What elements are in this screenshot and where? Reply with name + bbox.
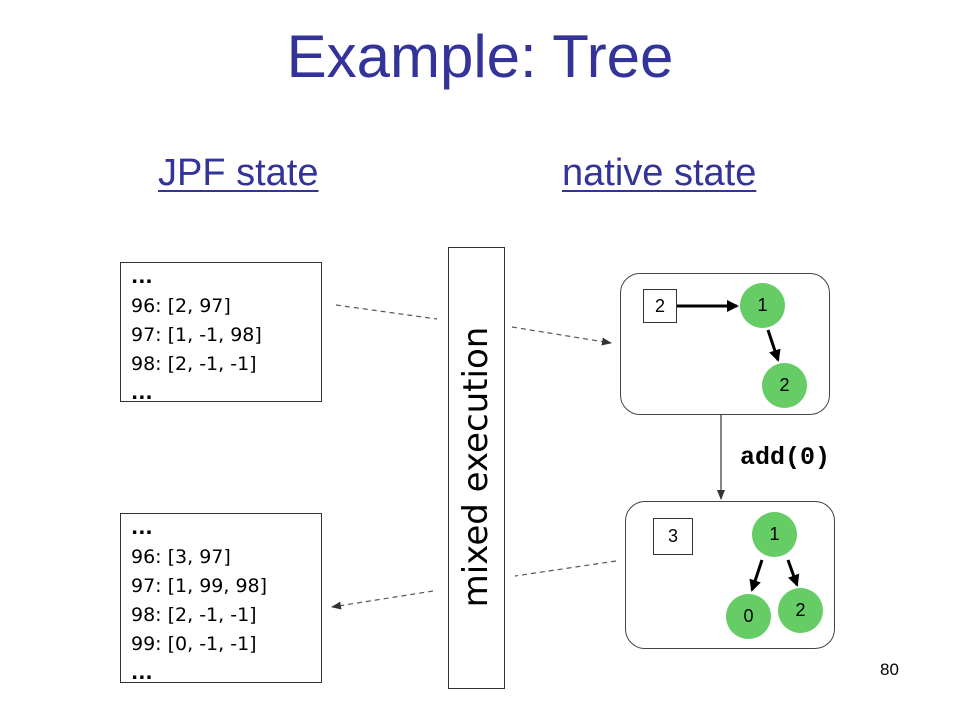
heap-row: ... bbox=[131, 517, 153, 539]
tree-node-right-before: 2 bbox=[762, 363, 807, 408]
tree-node-right-after: 2 bbox=[778, 588, 823, 633]
tree-node-left-after: 0 bbox=[726, 594, 771, 639]
heap-row: 97: [1, 99, 98] bbox=[131, 575, 268, 597]
dashed-arrow-in bbox=[511, 326, 612, 346]
root-to-right-edge-before bbox=[766, 329, 781, 362]
size-field-before: 2 bbox=[643, 289, 677, 323]
root-to-right-edge-after bbox=[786, 559, 800, 587]
dashed-link-out bbox=[514, 560, 617, 577]
heap-row: 97: [1, -1, 98] bbox=[131, 324, 262, 346]
heap-row: ... bbox=[131, 662, 153, 684]
size-field-after: 3 bbox=[653, 518, 693, 555]
operation-label: add(0) bbox=[740, 443, 831, 472]
root-to-left-edge-after bbox=[749, 559, 764, 592]
jpf-state-heading: JPF state bbox=[158, 152, 319, 194]
native-state-heading: native state bbox=[562, 152, 757, 194]
mixed-execution-bar bbox=[448, 247, 505, 689]
tree-node-root-before: 1 bbox=[740, 283, 785, 328]
jpf-state-after-box: ... 96: [3, 97] 97: [1, 99, 98] 98: [2, … bbox=[120, 513, 322, 684]
heap-row: 96: [3, 97] bbox=[131, 546, 231, 568]
heap-row: ... bbox=[131, 266, 153, 288]
heap-row: 98: [2, -1, -1] bbox=[131, 353, 257, 375]
dashed-arrow-out bbox=[331, 590, 434, 610]
tree-node-root-after: 1 bbox=[752, 512, 797, 557]
heap-row: 99: [0, -1, -1] bbox=[131, 633, 257, 655]
slide-title: Example: Tree bbox=[286, 23, 674, 90]
page-number: 80 bbox=[880, 660, 899, 679]
dashed-link-in bbox=[335, 304, 438, 320]
heap-row: 98: [2, -1, -1] bbox=[131, 604, 257, 626]
jpf-state-before-box: ... 96: [2, 97] 97: [1, -1, 98] 98: [2, … bbox=[120, 262, 322, 404]
heap-row: ... bbox=[131, 382, 153, 404]
heap-row: 96: [2, 97] bbox=[131, 295, 231, 317]
